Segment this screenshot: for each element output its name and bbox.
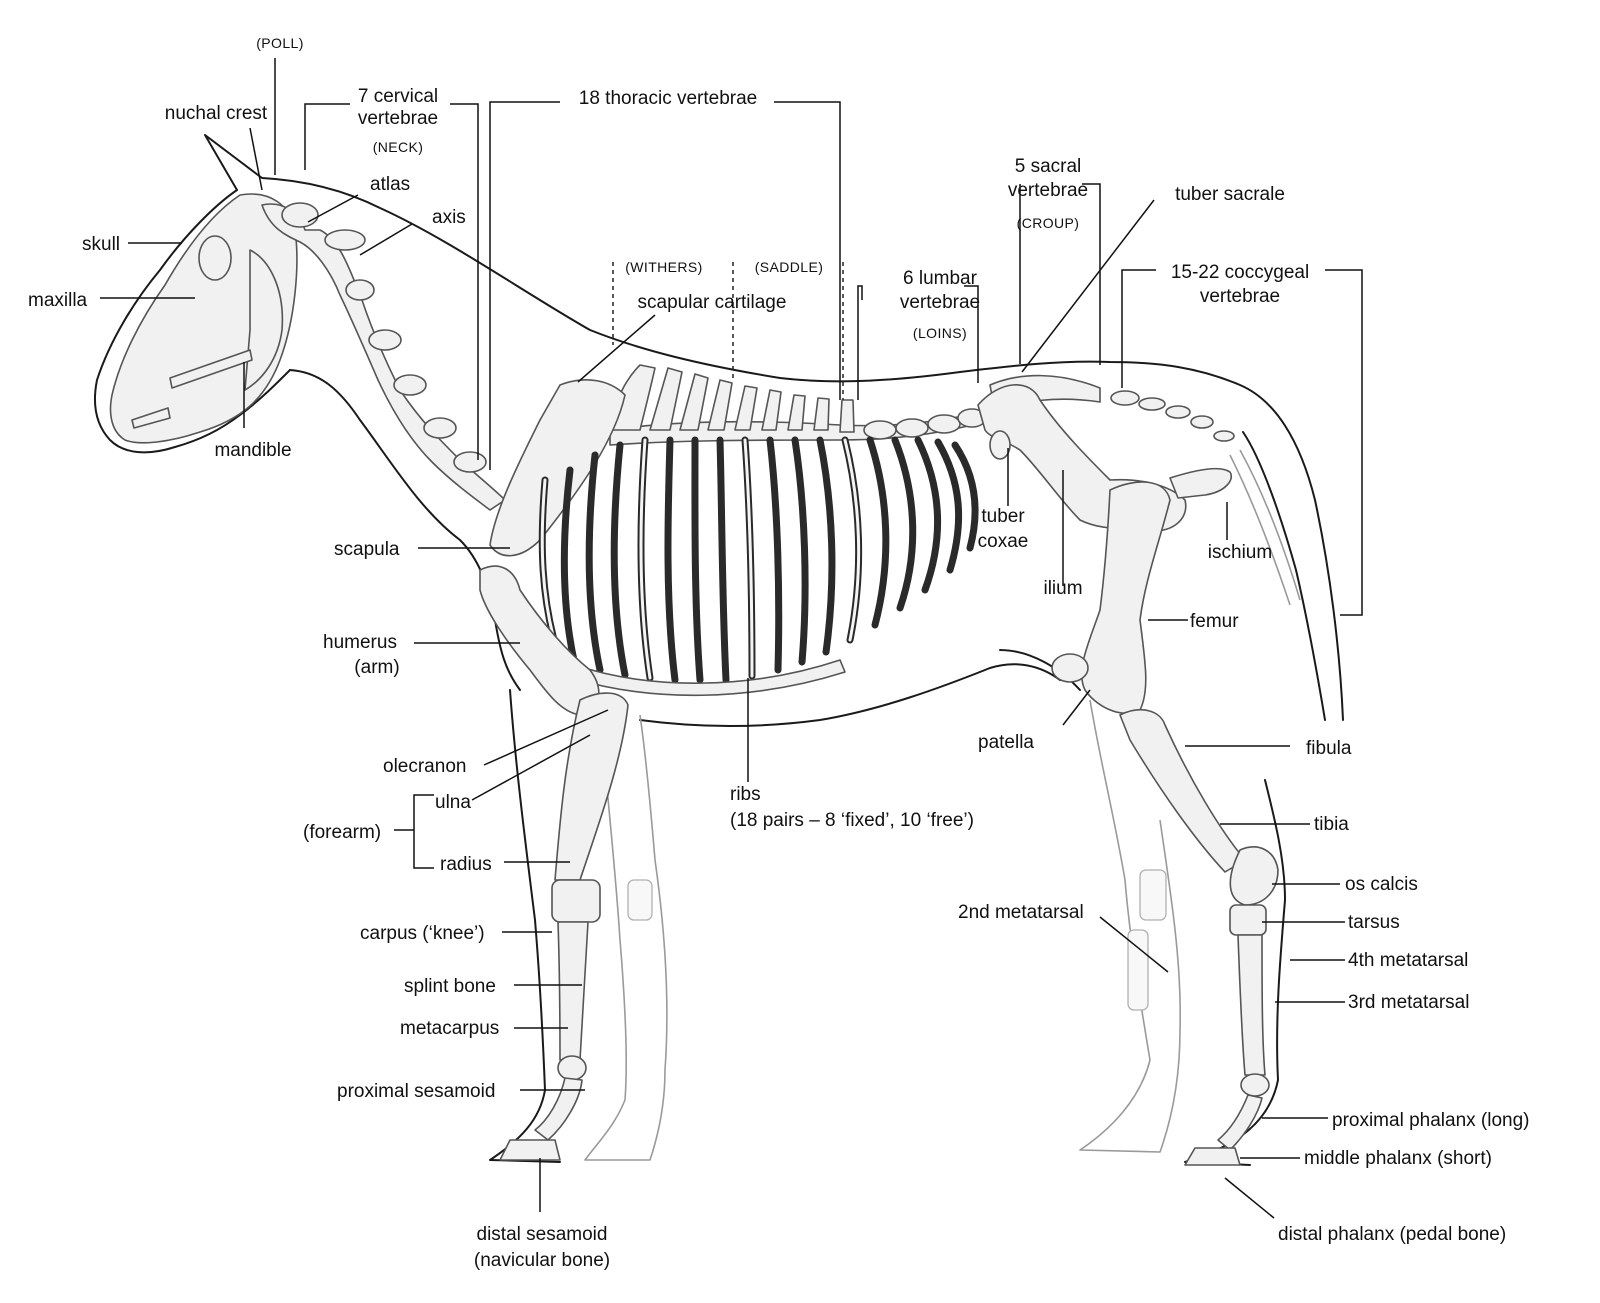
label-atlas: atlas <box>370 174 410 195</box>
label-fourth-metatarsal: 4th metatarsal <box>1348 950 1468 971</box>
label-scapular-cartilage: scapular cartilage <box>638 292 787 313</box>
label-distal-sesamoid-line2: (navicular bone) <box>474 1250 610 1271</box>
label-tibia: tibia <box>1314 814 1349 835</box>
label-croup: (CROUP) <box>1017 215 1080 231</box>
label-sacral-line1: 5 sacral <box>1015 156 1082 177</box>
label-withers: (WITHERS) <box>625 259 702 275</box>
label-scapula: scapula <box>334 539 400 560</box>
label-distal-sesamoid-line1: distal sesamoid <box>477 1224 608 1245</box>
foreleg-bones <box>479 565 629 1161</box>
label-humerus-line2: (arm) <box>354 657 399 678</box>
leader-lines <box>100 58 1363 1219</box>
label-nuchal-crest: nuchal crest <box>165 103 268 124</box>
label-saddle: (SADDLE) <box>755 259 824 275</box>
label-poll: (POLL) <box>256 35 304 51</box>
label-sacral-line2: vertebrae <box>1008 180 1088 201</box>
far-legs-outline <box>584 699 1182 1161</box>
label-fibula: fibula <box>1306 738 1352 759</box>
label-middle-phalanx: middle phalanx (short) <box>1304 1148 1492 1169</box>
cervical-vertebrae <box>261 202 506 511</box>
label-metacarpus: metacarpus <box>400 1018 499 1039</box>
label-patella: patella <box>978 732 1034 753</box>
label-olecranon: olecranon <box>383 756 466 777</box>
label-third-metatarsal: 3rd metatarsal <box>1348 992 1469 1013</box>
scapula-bone <box>489 379 626 557</box>
label-forearm: (forearm) <box>303 822 381 843</box>
horse-body-outline <box>94 134 1344 1166</box>
label-tarsus: tarsus <box>1348 912 1400 933</box>
label-mandible: mandible <box>214 440 291 461</box>
label-proximal-phalanx: proximal phalanx (long) <box>1332 1110 1530 1131</box>
label-tuber-coxae-line1: tuber <box>981 506 1025 527</box>
label-distal-phalanx: distal phalanx (pedal bone) <box>1278 1224 1506 1245</box>
label-coccygeal-line2: vertebrae <box>1200 286 1280 307</box>
label-os-calcis: os calcis <box>1345 874 1418 895</box>
label-humerus-line1: humerus <box>323 632 397 653</box>
labels: (POLL) nuchal crest 7 cervical vertebrae… <box>28 35 1530 1271</box>
label-ulna: ulna <box>435 792 471 813</box>
label-skull: skull <box>82 234 120 255</box>
label-coccygeal-line1: 15-22 coccygeal <box>1171 262 1309 283</box>
label-ilium: ilium <box>1043 578 1082 599</box>
label-maxilla: maxilla <box>28 290 88 311</box>
label-ribs-line2: (18 pairs – 8 ‘fixed’, 10 ‘free’) <box>730 810 974 831</box>
label-tuber-coxae-line2: coxae <box>978 531 1029 552</box>
rib-cage <box>538 436 979 697</box>
label-second-metatarsal: 2nd metatarsal <box>958 902 1084 923</box>
label-cervical-line1: 7 cervical <box>358 86 438 107</box>
label-proximal-sesamoid: proximal sesamoid <box>337 1081 495 1102</box>
label-femur: femur <box>1190 611 1239 632</box>
hindleg-bones <box>1051 481 1279 1166</box>
label-splint-bone: splint bone <box>404 976 496 997</box>
label-tuber-sacrale: tuber sacrale <box>1175 184 1285 205</box>
label-ribs-line1: ribs <box>730 784 761 805</box>
label-carpus: carpus (‘knee’) <box>360 923 485 944</box>
label-loins: (LOINS) <box>913 325 967 341</box>
label-cervical-line2: vertebrae <box>358 108 438 129</box>
thoracic-lumbar-spine <box>609 364 991 446</box>
label-lumbar-line2: vertebrae <box>900 292 980 313</box>
label-lumbar-line1: 6 lumbar <box>903 268 978 289</box>
label-neck: (NECK) <box>373 139 424 155</box>
label-radius: radius <box>440 854 492 875</box>
label-axis: axis <box>432 207 466 228</box>
label-ischium: ischium <box>1208 542 1272 563</box>
skull <box>109 193 298 444</box>
label-thoracic: 18 thoracic vertebrae <box>579 88 758 109</box>
